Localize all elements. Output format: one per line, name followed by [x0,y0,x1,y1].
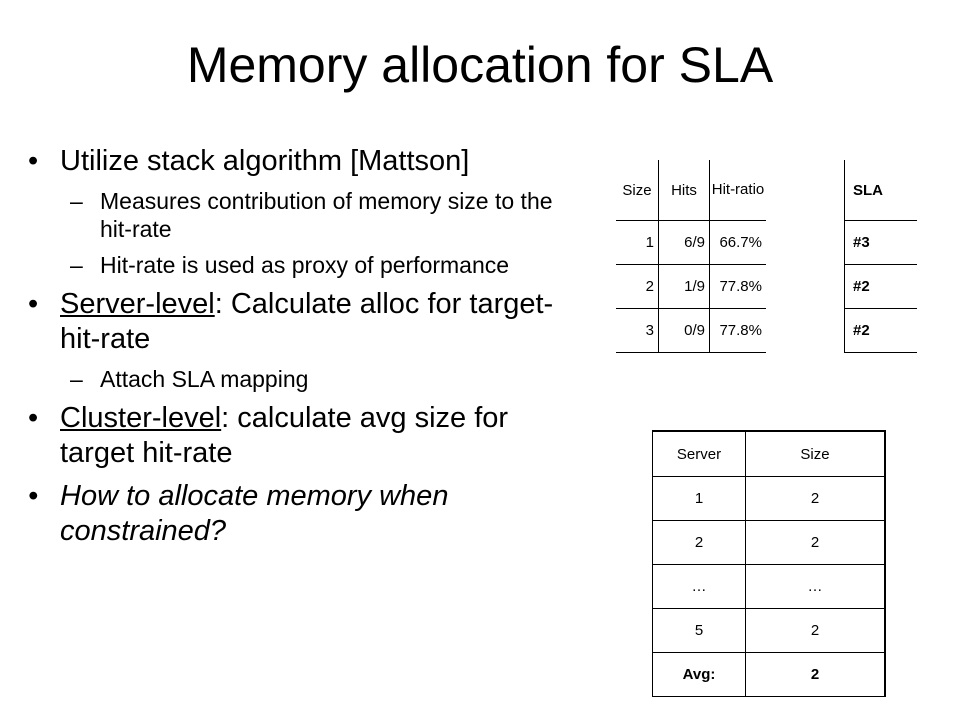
table-cell: 2 [745,476,885,521]
header-cell: Hits [658,160,710,221]
subbullet-text: Measures contribution of memory size to … [100,188,553,242]
table-cell: 3 [616,308,659,353]
sla-table: SLA #3 #2 #2 [844,160,917,353]
table-cell: 6/9 [658,220,710,265]
table-cell: 0/9 [658,308,710,353]
bullet-text: How to allocate memory when constrained? [60,480,449,547]
table-cell: Avg: [652,652,746,697]
table-row: #2 [844,308,917,353]
table-cell: #3 [844,220,917,265]
table-cell: … [745,564,885,609]
table-row: 3 0/9 77.8% [616,308,766,353]
bullet-constrained-question: • How to allocate memory when constraine… [28,479,568,549]
subbullet-marker: – [70,366,83,392]
table-row: #3 [844,220,917,265]
table-row: 1 6/9 66.7% [616,220,766,265]
slide-title: Memory allocation for SLA [186,37,774,93]
bullet-underlined-term: Server-level [60,288,215,320]
table-row: … … [652,564,885,609]
table-cell: 2 [745,652,885,697]
table-header-row: Server Size [652,431,885,477]
header-cell: Size [616,160,659,221]
bullet-marker: • [28,402,39,434]
table-cell: 77.8% [709,264,766,309]
bullet-list: • Utilize stack algorithm [Mattson] – Me… [28,144,568,557]
hit-ratio-table: Size Hits Hit-ratio 1 6/9 66.7% 2 1/9 77… [616,160,766,353]
table-cell: 5 [652,608,746,653]
table-row: 5 2 [652,608,885,653]
table-cell: #2 [844,308,917,353]
header-cell: SLA [844,160,917,221]
bullet-server-level: • Server-level: Calculate alloc for targ… [28,287,568,357]
subbullet-text: Hit-rate is used as proxy of performance [100,252,510,278]
table-cell: 2 [745,520,885,565]
subbullet-marker: – [70,188,83,214]
table-row: Avg: 2 [652,652,885,697]
table-cell: 77.8% [709,308,766,353]
table-row: 2 1/9 77.8% [616,264,766,309]
header-cell: Hit-ratio [709,160,766,221]
table-cell: 66.7% [709,220,766,265]
table-cell: 1 [652,476,746,521]
subbullet-sla-mapping: – Attach SLA mapping [28,365,568,393]
table-row: 2 2 [652,520,885,565]
bullet-stack-algorithm: • Utilize stack algorithm [Mattson] [28,144,568,179]
bullet-marker: • [28,145,39,177]
subbullet-marker: – [70,252,83,278]
header-cell: Server [652,431,746,477]
bullet-text: Utilize stack algorithm [Mattson] [60,145,470,177]
subbullet-text: Attach SLA mapping [100,366,309,392]
table-row: #2 [844,264,917,309]
subbullet-proxy: – Hit-rate is used as proxy of performan… [28,251,568,279]
bullet-marker: • [28,480,39,512]
table-header-row: SLA [844,160,917,221]
header-cell: Size [745,431,885,477]
table-row: 1 2 [652,476,885,521]
bullet-cluster-level: • Cluster-level: calculate avg size for … [28,401,568,471]
table-cell: 2 [745,608,885,653]
subbullet-contribution: – Measures contribution of memory size t… [28,187,568,243]
table-header-row: Size Hits Hit-ratio [616,160,766,221]
table-cell: 1/9 [658,264,710,309]
bullet-text: : calculate avg size for target hit-rate [60,402,509,469]
bullet-underlined-term: Cluster-level [60,402,222,434]
table-cell: … [652,564,746,609]
table-cell: 2 [652,520,746,565]
bullet-marker: • [28,288,39,320]
server-size-table: Server Size 1 2 2 2 … … 5 2 Avg: 2 [652,430,886,697]
bullet-text: : Calculate alloc for target-hit-rate [60,288,554,355]
table-cell: 2 [616,264,659,309]
table-cell: 1 [616,220,659,265]
table-cell: #2 [844,264,917,309]
